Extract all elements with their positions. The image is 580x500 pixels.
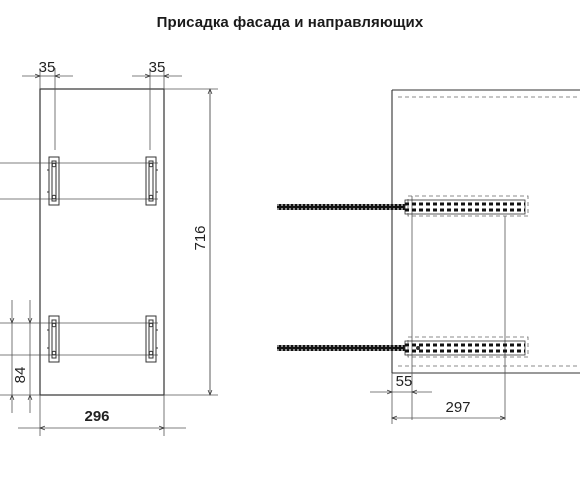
dim-top-left (22, 68, 73, 150)
dim-height-label: 716 (192, 225, 209, 250)
dim-height (164, 89, 218, 395)
dim-top-right (132, 68, 182, 150)
runner-bottom (277, 340, 526, 356)
runner-top (277, 199, 526, 215)
hidden-outline (398, 96, 580, 367)
dim-depth (392, 400, 505, 424)
bracket-bottom-left (47, 315, 60, 363)
hole-reference-lines (0, 162, 158, 356)
dim-top-right-label: 35 (149, 59, 166, 76)
facade-panel (39, 88, 165, 396)
bracket-bottom-right (145, 315, 158, 363)
dim-width (18, 395, 186, 436)
dim-top-left-label: 35 (39, 59, 56, 76)
bracket-top-left (47, 156, 60, 206)
dim-width-label: 296 (84, 408, 109, 425)
dim-bottom-offset (0, 300, 40, 413)
bracket-top-right (145, 156, 158, 206)
dim-bottom-offset-label: 84 (12, 367, 29, 384)
inner-box (411, 196, 506, 420)
dim-depth-label: 297 (445, 399, 470, 416)
facade-view: 35 35 716 (0, 59, 218, 436)
dim-offset (370, 373, 432, 400)
cabinet-side (391, 89, 580, 374)
drawing-title: Присадка фасада и направляющих (156, 14, 424, 31)
runner-view: 55 297 (277, 89, 580, 424)
dim-offset-label: 55 (396, 373, 413, 390)
